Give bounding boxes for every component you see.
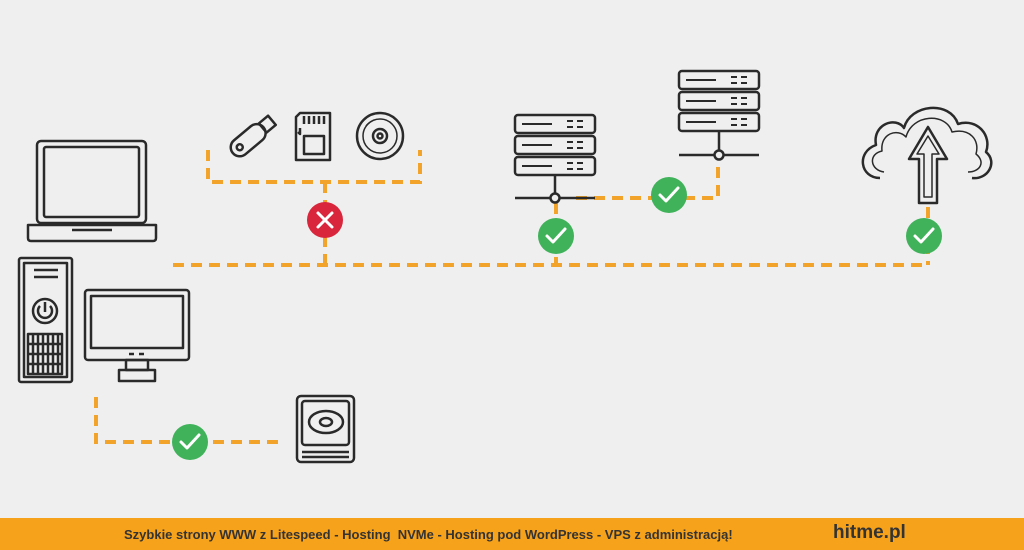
footer-tagline: Szybkie strony WWW z Litespeed - Hosting… [124,527,733,542]
footer-banner: Szybkie strony WWW z Litespeed - Hosting… [0,518,1024,550]
connector-lines [94,150,930,444]
server-link-line [576,156,720,200]
ok-badge-hard-drive [172,424,208,460]
check-icon [545,227,567,244]
server-rack-icon [677,69,761,161]
ok-badge-cloud [906,218,942,254]
check-icon [658,186,680,203]
brand-link[interactable]: hitme.pl [833,522,906,543]
sd-card-icon [294,111,332,162]
hard-drive-icon [295,394,356,464]
cloud-upload-icon [861,106,993,205]
check-icon [179,433,201,450]
hdd-connector-line [94,397,285,444]
check-icon [913,227,935,244]
x-icon [316,211,334,229]
cd-disc-icon [355,111,405,161]
usb-stick-icon [229,114,278,158]
pc-tower-icon [17,256,74,384]
laptop-icon [26,139,158,243]
ok-badge-server-1 [538,218,574,254]
backup-diagram [17,69,993,464]
fail-badge [307,202,343,238]
ok-badge-server-2 [651,177,687,213]
monitor-icon [83,288,191,383]
server-rack-icon [513,113,597,204]
media-connector-line [206,150,422,184]
